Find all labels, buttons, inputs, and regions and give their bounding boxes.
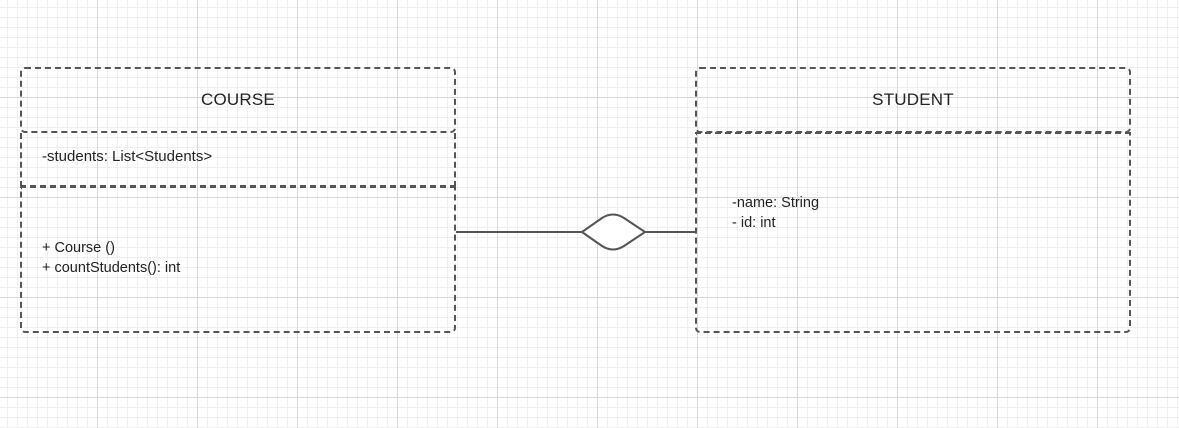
course-attribute-list: -students: List<Students> (42, 147, 212, 167)
aggregation-diamond[interactable] (581, 213, 646, 251)
course-class[interactable]: COURSE -students: List<Students> + Cours… (20, 67, 456, 333)
student-attribute-list: -name: String - id: int (732, 193, 819, 233)
student-class-name: STUDENT (872, 90, 954, 109)
course-operations-compartment[interactable]: + Course () + countStudents(): int (20, 186, 456, 333)
student-class[interactable]: STUDENT -name: String - id: int (695, 67, 1131, 333)
course-operation: + countStudents(): int (42, 260, 181, 276)
course-operation: + Course () (42, 240, 115, 256)
student-attribute: - id: int (732, 215, 776, 231)
course-attribute: -students: List<Students> (42, 148, 213, 165)
student-attributes-compartment[interactable]: -name: String - id: int (695, 132, 1131, 333)
course-class-name: COURSE (201, 90, 275, 109)
course-name-compartment[interactable]: COURSE (20, 67, 456, 133)
student-attribute: -name: String (732, 195, 820, 211)
course-operation-list: + Course () + countStudents(): int (42, 238, 180, 278)
